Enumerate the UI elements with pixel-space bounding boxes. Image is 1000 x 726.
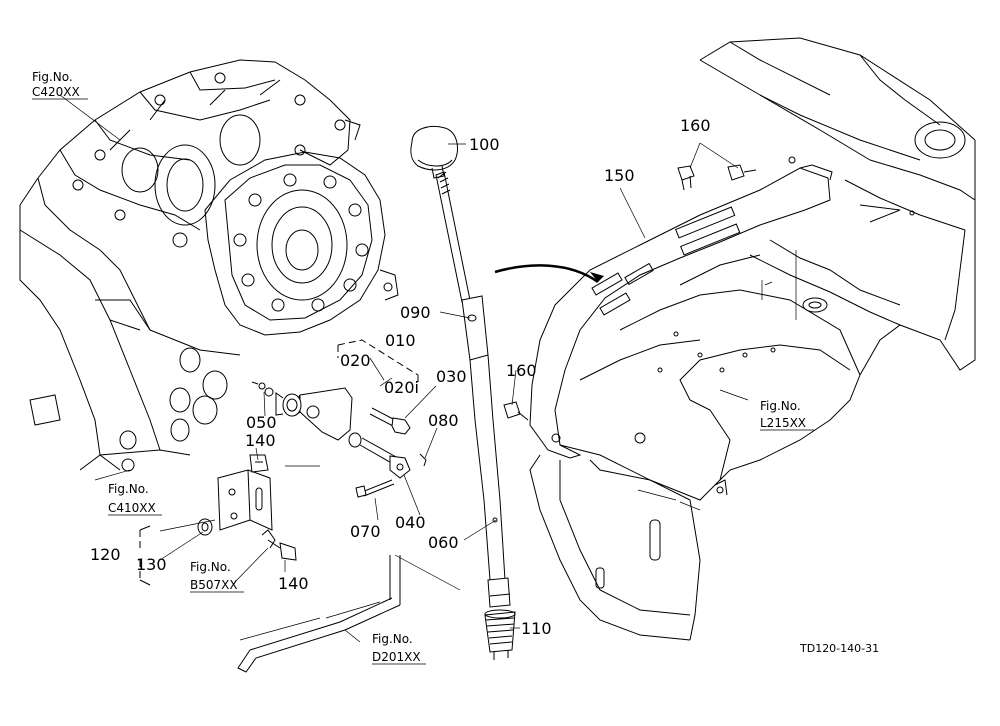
- label-140-bottom: 140: [278, 574, 309, 593]
- label-090: 090: [400, 303, 431, 322]
- label-060: 060: [428, 533, 459, 552]
- part-100-knob: [410, 126, 458, 179]
- label-150: 150: [604, 166, 635, 185]
- label-030: 030: [436, 367, 467, 386]
- label-070: 070: [350, 522, 381, 541]
- fig-ref-code: L215XX: [760, 416, 806, 430]
- fig-ref-label: Fig.No.: [32, 70, 73, 84]
- linkage-rod: [237, 554, 461, 673]
- label-040: 040: [395, 513, 426, 532]
- label-020i: 020i: [384, 378, 419, 397]
- transmission-housing: [19, 59, 351, 472]
- label-080: 080: [428, 411, 459, 430]
- label-140-top: 140: [245, 431, 276, 450]
- bell-housing-flange: [204, 119, 399, 336]
- fig-ref-c410: Fig.No. C410XX: [108, 482, 162, 516]
- fig-ref-code: C410XX: [108, 501, 156, 515]
- part-040-pin: [348, 432, 427, 479]
- part-070-bolt: [355, 479, 395, 498]
- label-020: 020: [340, 351, 371, 370]
- fig-ref-label: Fig.No.: [372, 632, 413, 646]
- leader-lines: [59, 94, 749, 643]
- fig-ref-b507: Fig.No. B507XX: [190, 560, 244, 593]
- label-130: 130: [136, 555, 167, 574]
- fig-ref-label: Fig.No.: [190, 560, 231, 574]
- label-010: 010: [385, 331, 416, 350]
- fig-ref-code: B507XX: [190, 578, 238, 592]
- assembly-010-bracket: [337, 339, 419, 385]
- fig-ref-label: Fig.No.: [108, 482, 149, 496]
- fig-ref-d201: Fig.No. D201XX: [372, 632, 426, 665]
- fig-ref-c420: Fig.No. C420XX: [32, 70, 88, 100]
- label-120: 120: [90, 545, 121, 564]
- fig-ref-label: Fig.No.: [760, 399, 801, 413]
- part-150-bracket: [529, 156, 833, 501]
- part-110-boot: [484, 609, 516, 660]
- label-160-mid: 160: [506, 361, 537, 380]
- part-160-bolts: [503, 164, 757, 421]
- label-110: 110: [521, 619, 552, 638]
- part-labels: 100 160 150 090 010 020 020i 030 160 080…: [90, 116, 711, 638]
- fig-ref-l215: Fig.No. L215XX: [760, 399, 814, 431]
- label-100: 100: [469, 135, 500, 154]
- floor-panel-frame: [529, 37, 976, 641]
- drawing-code: TD120-140-31: [799, 642, 879, 655]
- part-020-lever: [251, 381, 353, 441]
- label-160-top: 160: [680, 116, 711, 135]
- fig-ref-code: D201XX: [372, 650, 421, 664]
- part-120-bracket-plate: [139, 454, 297, 586]
- label-050: 050: [246, 413, 277, 432]
- fig-ref-code: C420XX: [32, 85, 80, 99]
- part-030-bolt: [369, 407, 411, 435]
- direction-arrow: [494, 264, 604, 284]
